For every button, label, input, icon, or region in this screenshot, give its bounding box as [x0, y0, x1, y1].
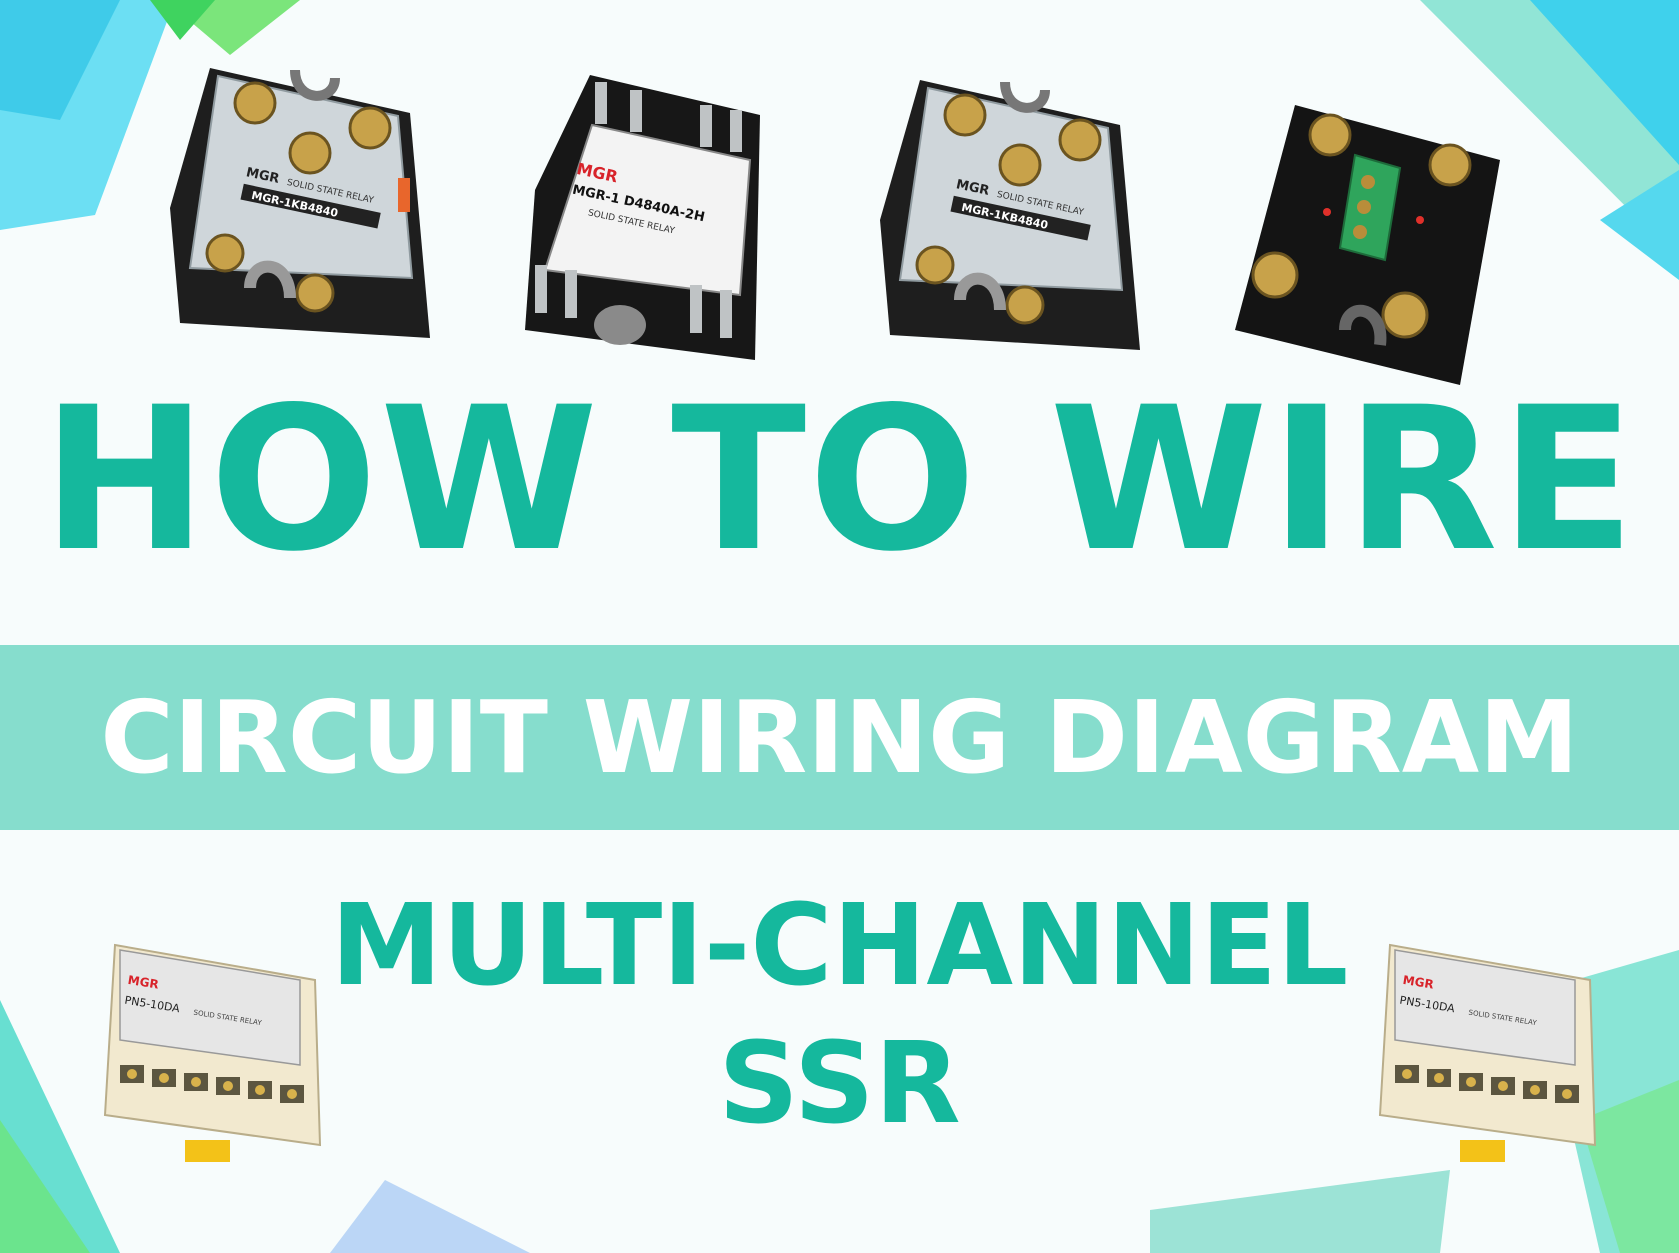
relay-brand-label: MGR: [127, 973, 160, 992]
relay-image-2: MGR MGR-1 D4840A-2H SOLID STATE RELAY: [520, 70, 790, 370]
relay-image-5: MGR PN5-10DA SOLID STATE RELAY: [100, 925, 330, 1180]
headline: HOW TO WIRE: [41, 364, 1638, 595]
relay-brand-label: MGR: [1402, 973, 1435, 992]
relay-brand-label: MGR: [245, 165, 281, 187]
relay-image-3: MGR SOLID STATE RELAY MGR-1KB4840: [880, 70, 1150, 370]
banner-text: CIRCUIT WIRING DIAGRAM: [100, 679, 1579, 796]
subheadline-line-2: SSR: [718, 1019, 961, 1149]
relay-image-4: [1235, 100, 1515, 390]
relay-image-1: MGR SOLID STATE RELAY MGR-1KB4840: [170, 58, 440, 358]
relay-brand-label: MGR: [955, 177, 991, 199]
banner: CIRCUIT WIRING DIAGRAM: [0, 645, 1679, 830]
relay-image-6: MGR PN5-10DA SOLID STATE RELAY: [1375, 925, 1605, 1180]
subheadline-line-1: MULTI-CHANNEL: [330, 881, 1349, 1011]
